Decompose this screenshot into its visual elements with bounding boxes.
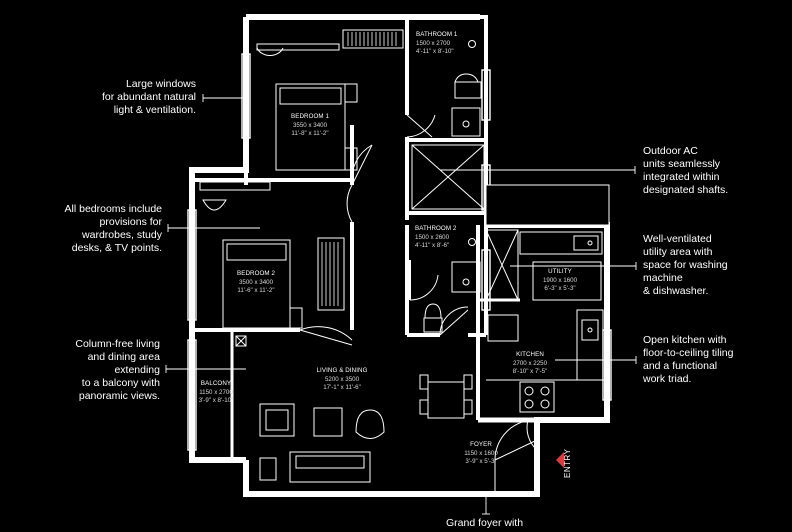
room-label-foyer: FOYER 1150 x 1600 3'-9" x 5'-3" xyxy=(464,441,498,466)
doors xyxy=(299,114,538,494)
windows xyxy=(187,53,612,451)
interior-walls xyxy=(192,30,537,462)
room-label-kitchen: KITCHEN 2700 x 2250 8'-10" x 7'-5" xyxy=(512,351,548,376)
bedroom2-furniture xyxy=(199,181,345,347)
living-dining-furniture xyxy=(259,374,473,483)
kitchen-fixtures xyxy=(486,309,607,413)
annotation-leaders xyxy=(165,94,637,515)
annotation-ac: Outdoor AC units seamlessly integrated w… xyxy=(643,145,729,196)
annotation-foyer: Grand foyer with xyxy=(446,517,524,529)
entry-marker-icon xyxy=(556,452,564,468)
room-label-bedroom1: BEDROOM 1 3550 x 3400 11'-8" x 11'-2" xyxy=(290,113,330,138)
room-label-utility: UTILITY 1900 x 1600 6'-3" x 5'-3" xyxy=(542,268,578,293)
entry-label: ENTRY xyxy=(563,448,572,478)
room-label-living: LIVING & DINING 5200 x 3500 17'-1" x 11'… xyxy=(316,367,368,392)
annotation-kitchen: Open kitchen with floor-to-ceiling tilin… xyxy=(643,334,734,385)
ac-shaft xyxy=(411,144,485,210)
annotation-living: Column-free living and dining area exten… xyxy=(75,338,160,402)
room-label-balcony: BALCONY 1150 x 2700 3'-9" x 8'-10" xyxy=(198,380,234,405)
bathroom1-fixtures xyxy=(451,40,482,137)
room-label-bedroom2: BEDROOM 2 3500 x 3400 11'-6" x 11'-2" xyxy=(236,270,276,295)
annotation-bedrooms: All bedrooms include provisions for ward… xyxy=(64,203,162,254)
ac-ledge xyxy=(485,184,610,226)
utility-fixtures xyxy=(519,231,603,301)
utility-shaft xyxy=(485,229,519,301)
annotation-utility: Well-ventilated utility area with space … xyxy=(643,233,728,297)
annotation-windows: Large windows for abundant natural light… xyxy=(102,78,196,116)
outer-walls xyxy=(189,14,610,497)
room-label-bathroom1: BATHROOM 1 1500 x 2700 4'-11" x 8'-10" xyxy=(416,31,458,56)
bathroom2-fixtures xyxy=(423,238,481,333)
bedroom1-furniture xyxy=(256,29,404,171)
room-label-bathroom2: BATHROOM 2 1500 x 2600 4'-11" x 8'-6" xyxy=(415,225,457,250)
